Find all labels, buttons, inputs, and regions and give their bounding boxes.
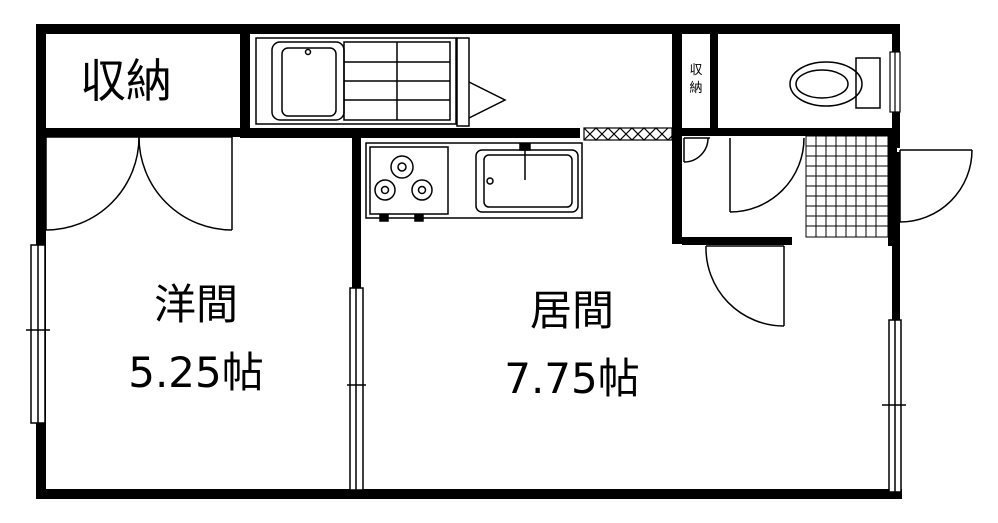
living-room-name: 居間 (529, 286, 615, 335)
bath-folding-door (456, 37, 507, 127)
closet-doors (45, 136, 233, 231)
small-storage-door (683, 137, 710, 163)
living-room-door (705, 245, 785, 327)
window-east (882, 319, 906, 493)
sliding-door-partition (347, 287, 366, 491)
interior-walls (46, 34, 896, 288)
toilet-window (889, 51, 901, 113)
entrance-door (897, 148, 973, 223)
storage-main-label: 収納 (80, 54, 172, 108)
vent-strip (583, 127, 673, 141)
storage-small-label: 収納 (689, 63, 703, 96)
bathtub (255, 37, 457, 125)
entrance-tile-floor (805, 135, 889, 238)
kitchen-counter (365, 142, 583, 222)
window-west (26, 244, 50, 424)
living-room-size: 7.75帖 (504, 354, 640, 403)
hall-door (729, 137, 805, 213)
western-room-name: 洋間 (153, 280, 239, 329)
western-room-size: 5.25帖 (128, 348, 264, 397)
toilet (789, 57, 881, 109)
